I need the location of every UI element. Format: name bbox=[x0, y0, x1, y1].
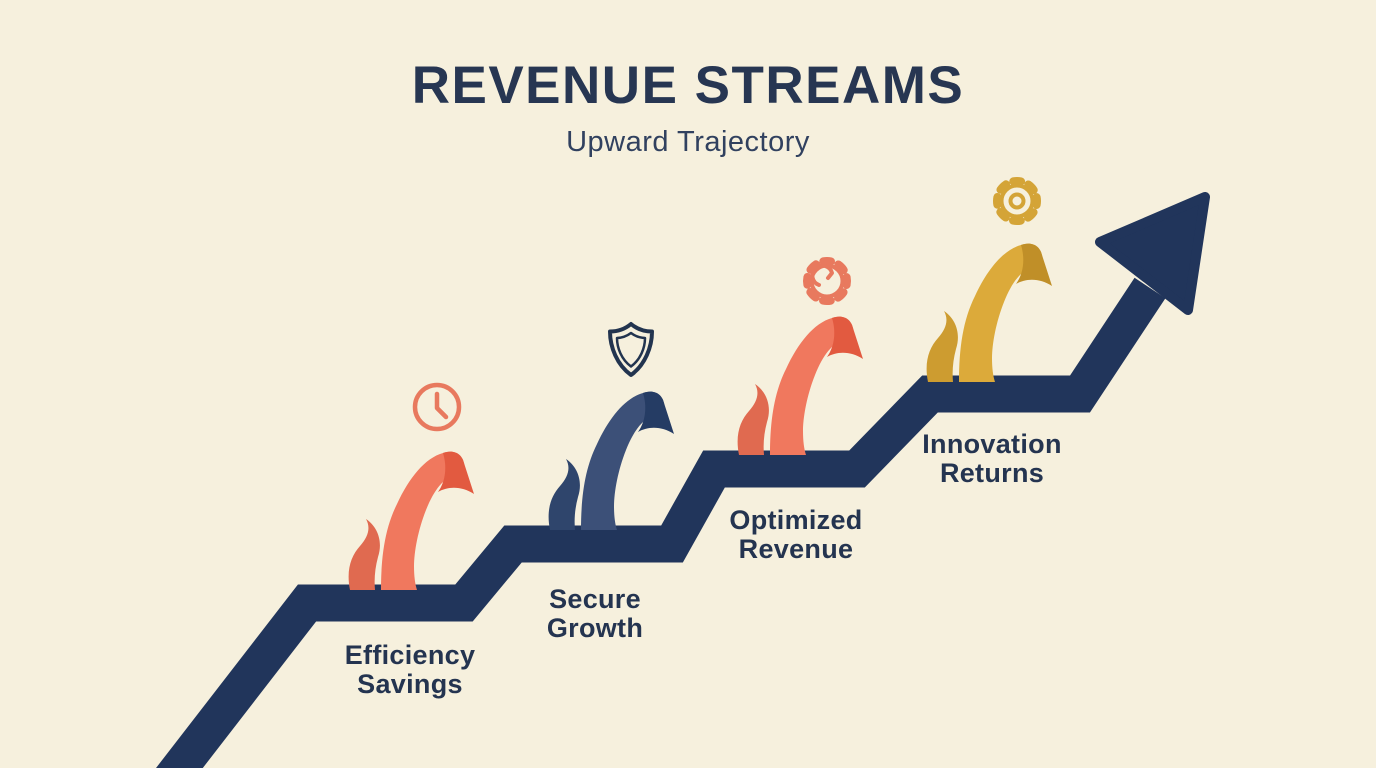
ribbon-fold bbox=[1016, 243, 1052, 286]
ribbon-optimized-revenue bbox=[737, 316, 863, 455]
ribbon-curl bbox=[926, 311, 958, 382]
milestone-label-secure-growth: Secure Growth bbox=[547, 585, 643, 643]
milestone-label-line: Returns bbox=[939, 457, 1045, 488]
gear-wrench-icon bbox=[803, 257, 851, 305]
milestone-label-line: Growth bbox=[546, 612, 644, 643]
ribbon-main bbox=[959, 243, 1043, 382]
milestone-label-line: Optimized bbox=[729, 505, 863, 535]
page-title: REVENUE STREAMS bbox=[411, 56, 965, 115]
milestone-label-optimized-revenue: Optimized Revenue bbox=[729, 506, 862, 564]
gear-icon bbox=[993, 177, 1041, 225]
ribbon-fold bbox=[827, 316, 863, 359]
ribbon-curl bbox=[737, 384, 769, 455]
ribbon-main bbox=[581, 391, 665, 530]
ribbon-curl bbox=[548, 459, 580, 530]
growth-arrow-shaft bbox=[156, 277, 1166, 768]
shield-icon bbox=[608, 322, 654, 377]
ribbon-fold bbox=[438, 451, 474, 494]
milestone-label-line: Innovation bbox=[922, 429, 1062, 459]
milestone-label-line: Revenue bbox=[738, 533, 854, 564]
ribbon-main bbox=[770, 316, 854, 455]
page-subtitle: Upward Trajectory bbox=[566, 125, 810, 158]
ribbon-fold bbox=[638, 391, 674, 434]
milestone-label-efficiency-savings: Efficiency Savings bbox=[345, 641, 476, 699]
ribbon-main bbox=[381, 451, 465, 590]
growth-arrow-head-icon bbox=[1095, 192, 1210, 315]
clock-icon bbox=[412, 382, 462, 432]
header: REVENUE STREAMS Upward Trajectory bbox=[0, 58, 1376, 159]
ribbon-innovation-returns bbox=[926, 243, 1052, 382]
milestone-label-line: Efficiency bbox=[344, 640, 476, 670]
milestone-label-innovation-returns: Innovation Returns bbox=[922, 430, 1062, 488]
ribbon-curl bbox=[348, 519, 380, 590]
milestone-label-line: Secure bbox=[549, 584, 641, 614]
ribbon-efficiency-savings bbox=[348, 451, 474, 590]
milestone-label-line: Savings bbox=[357, 668, 463, 699]
ribbon-secure-growth bbox=[548, 391, 674, 530]
